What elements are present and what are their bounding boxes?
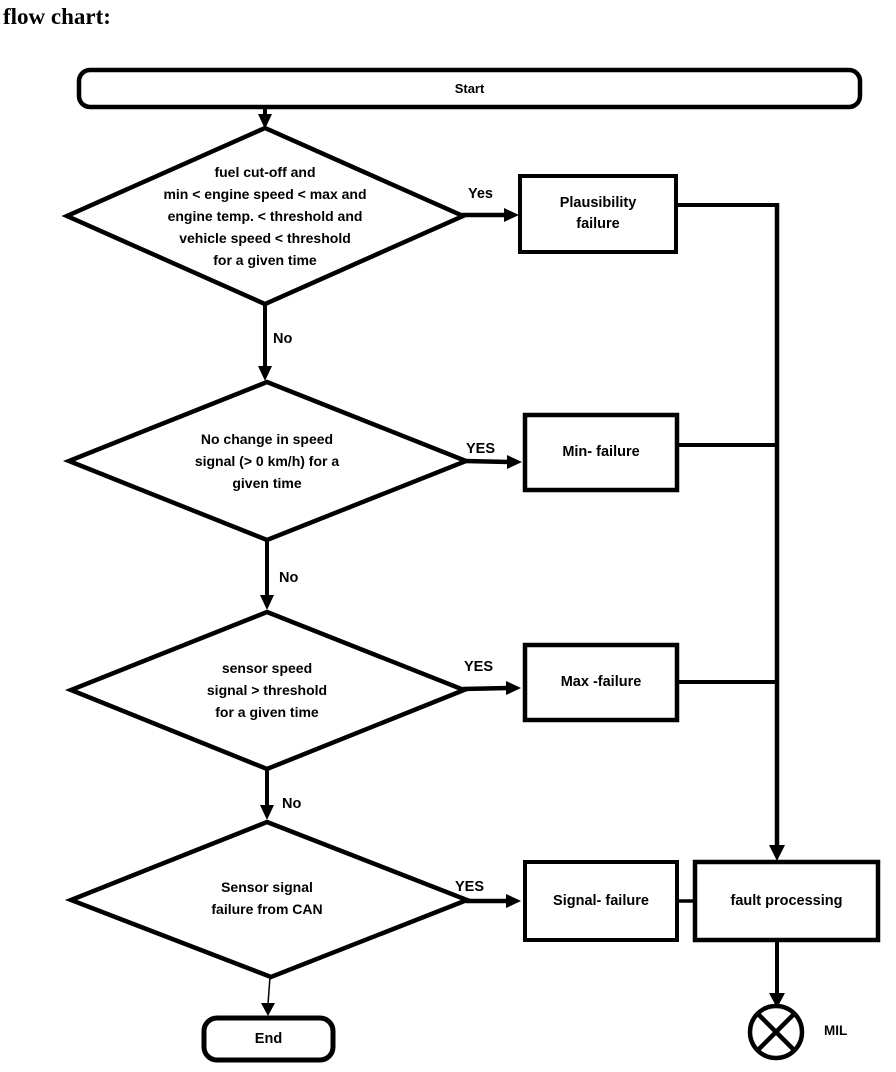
decision-4-label: Sensor signal failure from CAN	[211, 879, 323, 917]
edge-decision2-yes-arrow	[464, 455, 522, 469]
edge-label-d1-no: No	[273, 331, 293, 347]
start-node-label: Start	[454, 81, 485, 96]
plausibility-failure-label: Plausibility failure	[559, 195, 637, 232]
start-terminator-shape	[76, 67, 863, 110]
rail-to-fault-processing	[769, 203, 785, 861]
edge-start-to-decision1	[258, 107, 272, 129]
edge-decision4-to-end	[261, 976, 275, 1016]
end-terminator-shape	[201, 1015, 336, 1063]
edge-decision3-yes-arrow	[462, 681, 521, 695]
edge-label-d2-no: No	[279, 570, 299, 586]
edge-decision1-no-arrow	[258, 304, 272, 381]
edge-decision4-yes-arrow	[466, 894, 521, 908]
fault-processing-box-shape	[692, 859, 881, 943]
decision-3-label: sensor speed signal > threshold for a gi…	[206, 660, 328, 720]
edge-label-d2-yes: YES	[466, 441, 496, 457]
mil-lamp-icon	[747, 1003, 805, 1061]
signal-failure-label: Signal- failure	[553, 892, 649, 909]
end-node-label: End	[254, 1030, 283, 1047]
min-failure-label: Min- failure	[562, 444, 640, 460]
edge-decision1-yes-arrow	[462, 208, 519, 222]
decision-1-label: fuel cut-off and min < engine speed < ma…	[163, 164, 367, 268]
decision-4-shape	[64, 819, 474, 980]
decision-2-label: No change in speed signal (> 0 km/h) for…	[194, 431, 340, 491]
edge-label-d4-yes: YES	[455, 879, 485, 895]
plausibility-failure-box-shape	[518, 174, 678, 254]
min-failure-box-shape	[522, 412, 680, 493]
edge-decision2-no-arrow	[260, 540, 274, 610]
edge-label-d1-yes: Yes	[468, 186, 493, 202]
mil-label: MIL	[824, 1023, 848, 1038]
edge-label-d3-no: No	[282, 796, 302, 812]
max-failure-label: Max -failure	[560, 674, 642, 690]
edge-label-d3-yes: YES	[464, 659, 494, 675]
edge-decision3-no-arrow	[260, 769, 274, 820]
fault-processing-label: fault processing	[730, 892, 843, 909]
page-title: flow chart:	[3, 4, 111, 29]
edge-fault-to-mil	[769, 940, 785, 1008]
